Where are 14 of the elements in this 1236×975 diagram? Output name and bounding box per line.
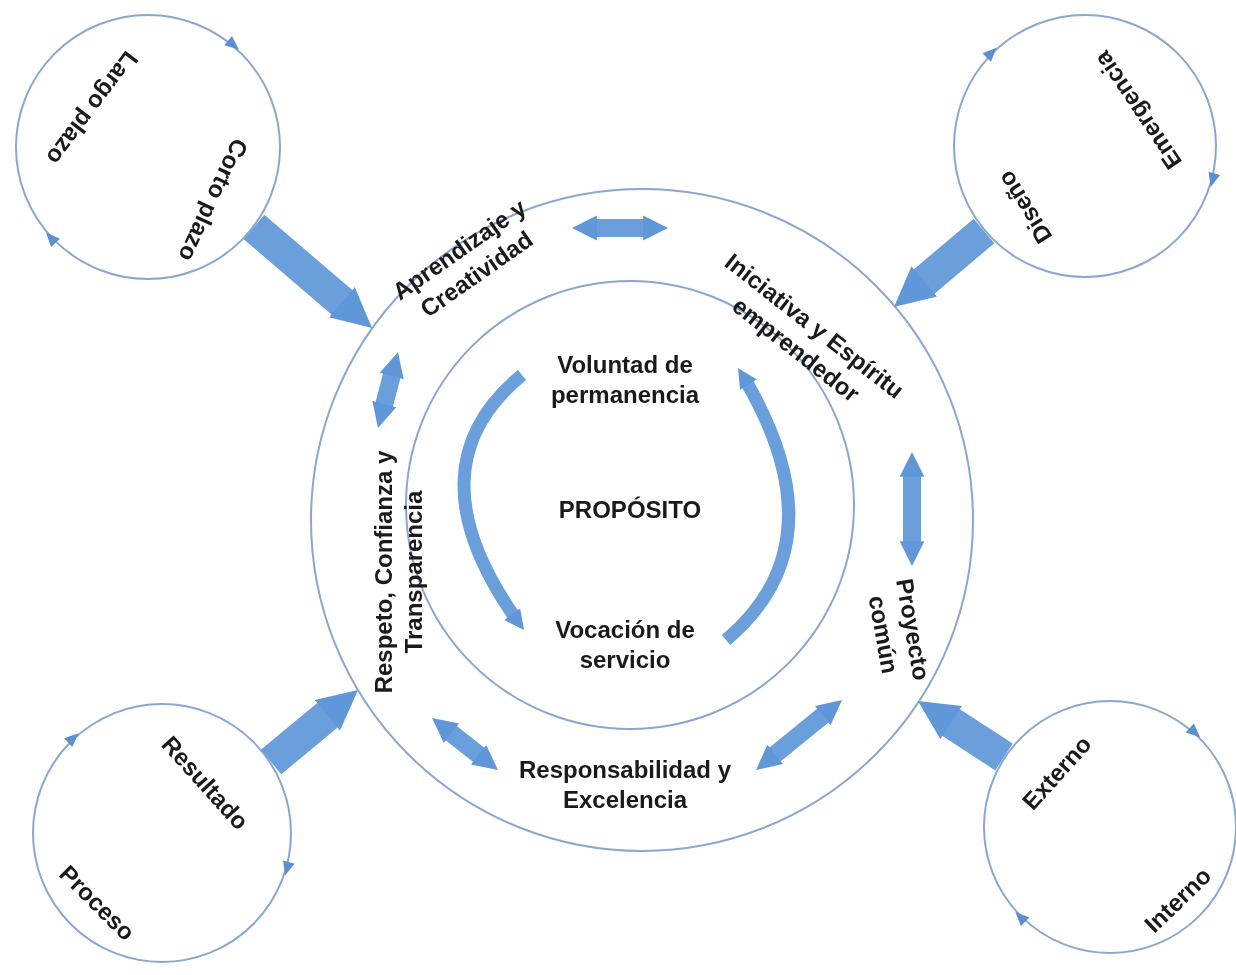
value-label: Respeto, Confianza y Transparencia [368, 444, 428, 700]
circle-label: Corto plazo [172, 133, 255, 268]
double-arrow [572, 215, 668, 241]
cycle-circle [953, 14, 1217, 278]
cycle-circle [32, 703, 292, 963]
outer-ring [310, 188, 974, 852]
cycle-circle [15, 14, 281, 280]
double-arrow [899, 452, 925, 566]
center-label: PROPÓSITO [557, 495, 703, 525]
value-label: Voluntad de permanencia [525, 350, 725, 410]
cycle-circle [983, 700, 1236, 954]
value-label: Responsabilidad y Excelencia [517, 755, 733, 815]
value-label: Vocación de servicio [525, 615, 725, 675]
value-label: Proyecto común [858, 567, 938, 697]
